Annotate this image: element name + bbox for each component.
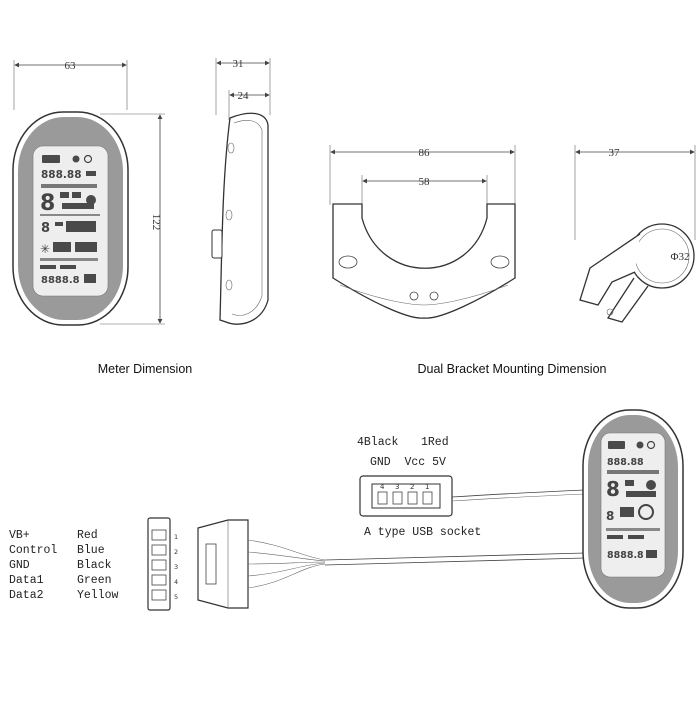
signal-label: VB+ xyxy=(9,529,30,542)
meter-width-label: 63 xyxy=(65,60,77,72)
meter-height-label: 122 xyxy=(150,214,162,231)
meter-side-view: 31 24 xyxy=(211,58,271,325)
display-speed-readout: 888.88 xyxy=(607,457,644,468)
wire-color-label: Yellow xyxy=(77,589,119,602)
wire-color-label: Black xyxy=(77,559,112,572)
bracket-outer-width-label: 86 xyxy=(419,147,431,159)
lcd-odo-readout: 8888.8 xyxy=(41,275,80,286)
usb-pin-number: 4 xyxy=(380,483,385,491)
bracket-front-view: 86 58 xyxy=(329,145,516,319)
usb-pin-red-label: 1Red xyxy=(421,436,449,449)
clamp-side-view: 37 Φ32 xyxy=(574,145,696,323)
side-depth-inner-label: 24 xyxy=(238,90,250,102)
signal-label: Control xyxy=(9,544,57,557)
svg-text:8: 8 xyxy=(41,221,50,236)
display-odo-readout: 8888.8 xyxy=(607,550,644,561)
plug-pin-number: 1 xyxy=(174,533,178,541)
light-icon xyxy=(83,154,93,164)
bracket-inner-width-label: 58 xyxy=(419,176,431,188)
wire-color-label: Blue xyxy=(77,544,105,557)
usb-pin-black-label: 4Black xyxy=(357,436,399,449)
bracket-dimension-caption: Dual Bracket Mounting Dimension xyxy=(418,362,607,376)
display-lcd xyxy=(600,432,666,578)
signal-label: Data2 xyxy=(9,589,44,602)
usb-pin-function-label: GND Vcc 5V xyxy=(370,456,446,469)
battery-icon xyxy=(42,155,60,163)
signal-label: Data1 xyxy=(9,574,44,587)
svg-text:✳: ✳ xyxy=(40,242,50,256)
clamp-diameter-label: Φ32 xyxy=(670,251,689,263)
display-gear-digit: 8 xyxy=(606,477,620,501)
bracket-body xyxy=(332,203,516,319)
usb-pins: 4 3 2 1 xyxy=(377,483,433,505)
clamp-depth-label: 37 xyxy=(609,147,621,159)
wire-color-label: Red xyxy=(77,529,98,542)
usb-pin-number: 1 xyxy=(425,483,429,491)
wire-color-label: Green xyxy=(77,574,112,587)
lcd-speed-readout: 888.88 xyxy=(41,169,82,181)
display-unit: 888.88 8 8 8888.8 xyxy=(582,409,684,609)
wire-connector-group: VB+ Control GND Data1 Data2 Red Blue Bla… xyxy=(9,517,586,611)
usb-pin-number: 3 xyxy=(395,483,399,491)
meter-front-view: 63 122 888.88 8 8 ✳ 8888.8 xyxy=(12,60,165,326)
lcd-gear-digit: 8 xyxy=(40,191,55,216)
meter-dimension-caption: Meter Dimension xyxy=(98,362,193,376)
usb-socket-caption: A type USB socket xyxy=(364,526,481,539)
side-depth-outer-label: 31 xyxy=(233,58,244,70)
svg-text:8: 8 xyxy=(606,509,614,523)
plug-pin-number: 4 xyxy=(174,578,178,586)
usb-socket-group: 4Black 1Red GND Vcc 5V 4 3 2 1 A type US… xyxy=(357,436,586,539)
usb-pin-number: 2 xyxy=(410,483,414,491)
signal-label: GND xyxy=(9,559,30,572)
plug-pin-number: 5 xyxy=(174,593,178,601)
female-housing xyxy=(197,519,249,609)
plug-pin-number: 3 xyxy=(174,563,178,571)
side-body xyxy=(219,112,269,325)
plug-pin-number: 2 xyxy=(174,548,178,556)
